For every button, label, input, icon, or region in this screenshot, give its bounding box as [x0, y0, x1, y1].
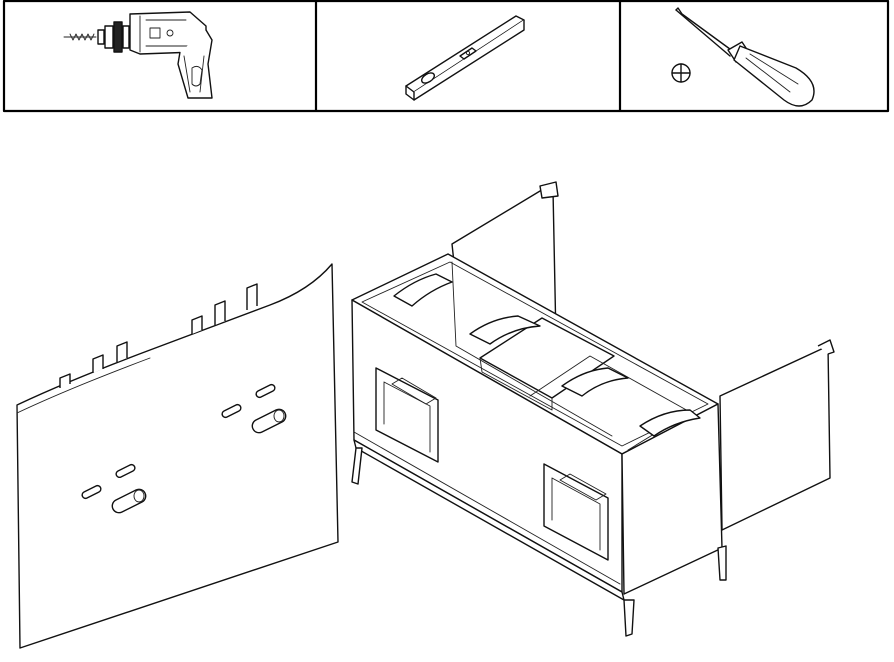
tools-table: [0, 0, 894, 114]
cabinet-legs: [351, 447, 727, 637]
assembly-scene: [0, 114, 894, 662]
side-panel-with-dowels: [16, 263, 339, 649]
drill-icon: [63, 11, 213, 99]
tools-table-graphic: [2, 0, 890, 113]
level-icon: [405, 15, 525, 101]
wood-dowels: [81, 383, 287, 514]
right-side-panel: [719, 339, 835, 531]
vanity-cabinet-frame: [351, 253, 727, 637]
screwdriver-icon: [671, 7, 815, 107]
assembly-diagram: [16, 181, 835, 649]
front-drawer-openings: [375, 367, 609, 561]
tools-table-border: [2, 0, 890, 113]
panel-tabs: [59, 283, 258, 388]
